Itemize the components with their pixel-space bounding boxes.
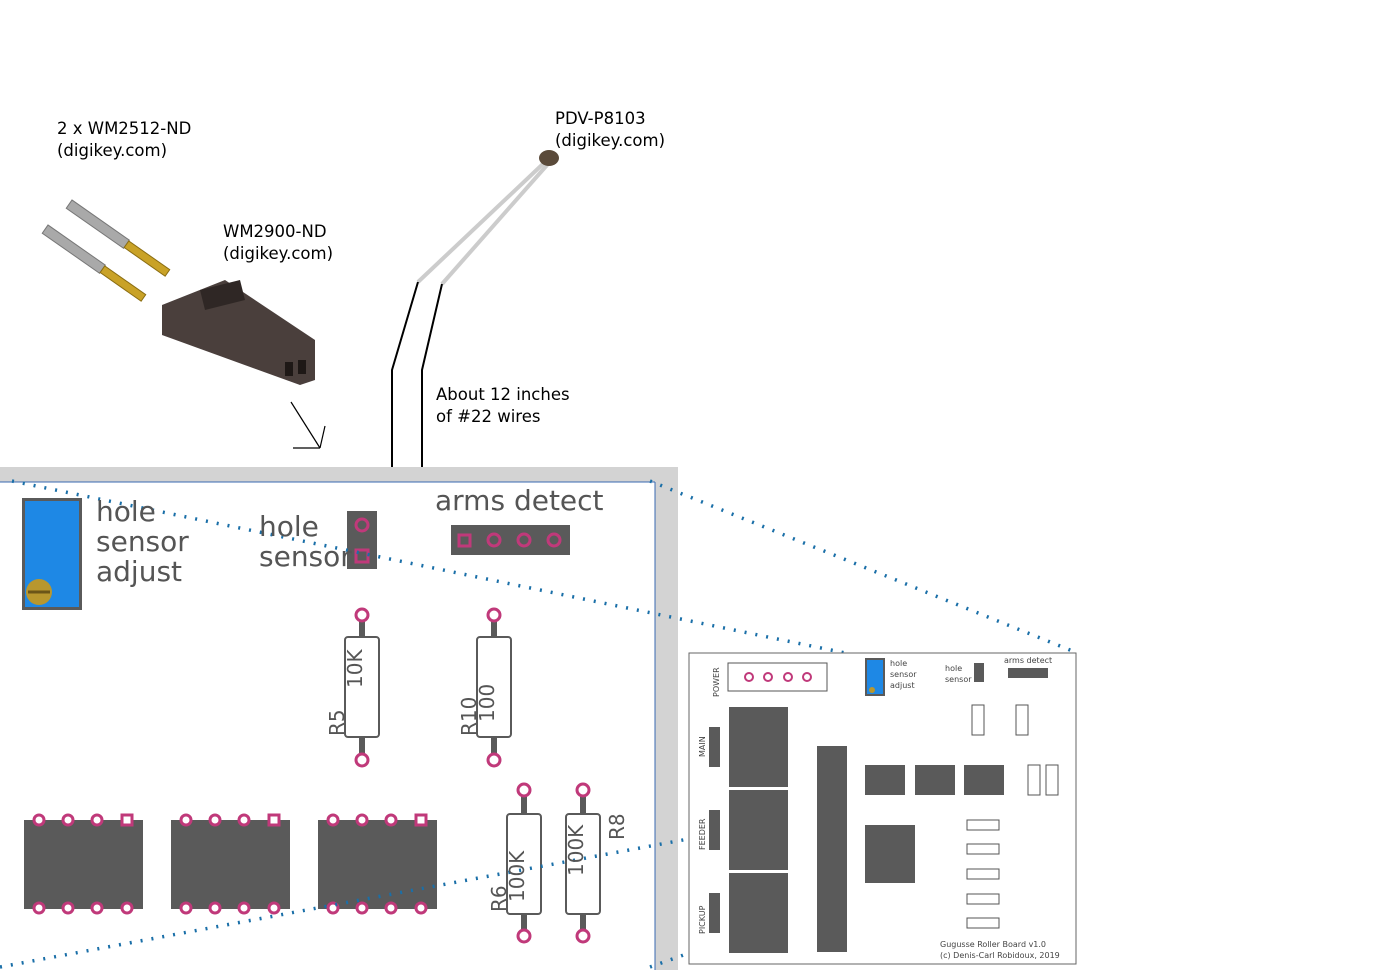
pickup-label: PICKUP [698,905,707,934]
photoresistor-image [416,150,559,286]
ic-pad [179,901,193,915]
housing-source: (digikey.com) [223,244,334,263]
fb-sensor-label: sensor [890,670,917,679]
ic-pad [32,901,46,915]
sensor-source: (digikey.com) [555,131,666,150]
hole-sensor-connector[interactable] [347,511,377,569]
label-adjust: adjust [96,555,183,588]
r5-value: 10K [343,649,367,688]
ic-pad [32,813,46,827]
ic-pad [90,901,104,915]
ic-chip-3[interactable] [318,820,437,909]
ic-pad [90,813,104,827]
label-sensor-2: sensor [259,540,352,573]
housing-part-label: WM2900-ND (digikey.com) [223,221,333,265]
arrow-icon [290,401,326,449]
sensor-part-label: PDV-P8103 (digikey.com) [555,108,665,152]
ic-pad [237,901,251,915]
crimp-part-label: 2 x WM2512-ND (digikey.com) [57,118,191,162]
r8-value: 100K [564,824,588,876]
ic-pad [120,901,134,915]
r10-ref: R10 [457,696,481,736]
board-copyright: (c) Denis-Carl Robidoux, 2019 [940,951,1060,960]
ic-pad [414,813,428,827]
hole-sensor-adjust-label: hole sensor adjust [96,497,189,587]
crimp-pins-image [41,199,171,302]
hole-sensor-label: hole sensor [259,512,352,572]
wire-label: About 12 inches of #22 wires [436,384,570,428]
crimp-source: (digikey.com) [57,141,168,160]
fb-adjust-label: adjust [890,681,915,690]
fb-hole2-label: hole [945,664,962,673]
main-label: MAIN [698,736,707,757]
connector-housing-image [162,280,315,385]
resistor-r10[interactable] [476,607,512,768]
ic-pad [355,901,369,915]
power-label: POWER [712,667,721,697]
r8-ref: R8 [605,813,629,840]
label-sensor: sensor [96,525,189,558]
ic-pad [179,813,193,827]
label-hole-2: hole [259,510,319,543]
label-hole: hole [96,495,156,528]
ic-pad [120,813,134,827]
ic-pad [61,813,75,827]
ic-pad [267,901,281,915]
ic-chip-1[interactable] [24,820,143,909]
r5-ref: R5 [325,709,349,736]
fb-sensor2-label: sensor [945,675,972,684]
arms-detect-connector[interactable] [451,525,570,555]
full-board [688,652,1077,965]
full-board-labels: POWER MAIN FEEDER PICKUP hole sensor adj… [698,656,1060,960]
ic-chip-2[interactable] [171,820,290,909]
hole-sensor-adjust-pot[interactable] [22,498,82,610]
housing-part-number: WM2900-ND [223,222,327,241]
ic-pad [384,901,398,915]
resistor-r6[interactable] [506,782,542,944]
resistor-r8[interactable] [565,782,601,944]
board-title: Gugusse Roller Board v1.0 [940,940,1046,949]
resistor-r5[interactable] [344,607,380,768]
ic-pad [355,813,369,827]
fb-hole-label: hole [890,659,907,668]
ic-pads [32,813,428,915]
ic-pad [326,813,340,827]
r6-ref: R6 [487,885,511,912]
sensor-part-number: PDV-P8103 [555,109,646,128]
ic-pad [208,813,222,827]
ic-pad [61,901,75,915]
feeder-label: FEEDER [698,818,707,850]
zoom-guide-lines [0,479,1076,969]
ic-pad [237,813,251,827]
crimp-part-number: 2 x WM2512-ND [57,119,192,138]
wire-length: About 12 inches [436,385,570,404]
ic-pad [384,813,398,827]
arms-detect-label: arms detect [435,484,604,517]
wire-gauge: of #22 wires [436,407,541,426]
fb-arms-detect-label: arms detect [1004,656,1052,665]
ic-pad [414,901,428,915]
ic-pad [267,813,281,827]
ic-pad [208,901,222,915]
